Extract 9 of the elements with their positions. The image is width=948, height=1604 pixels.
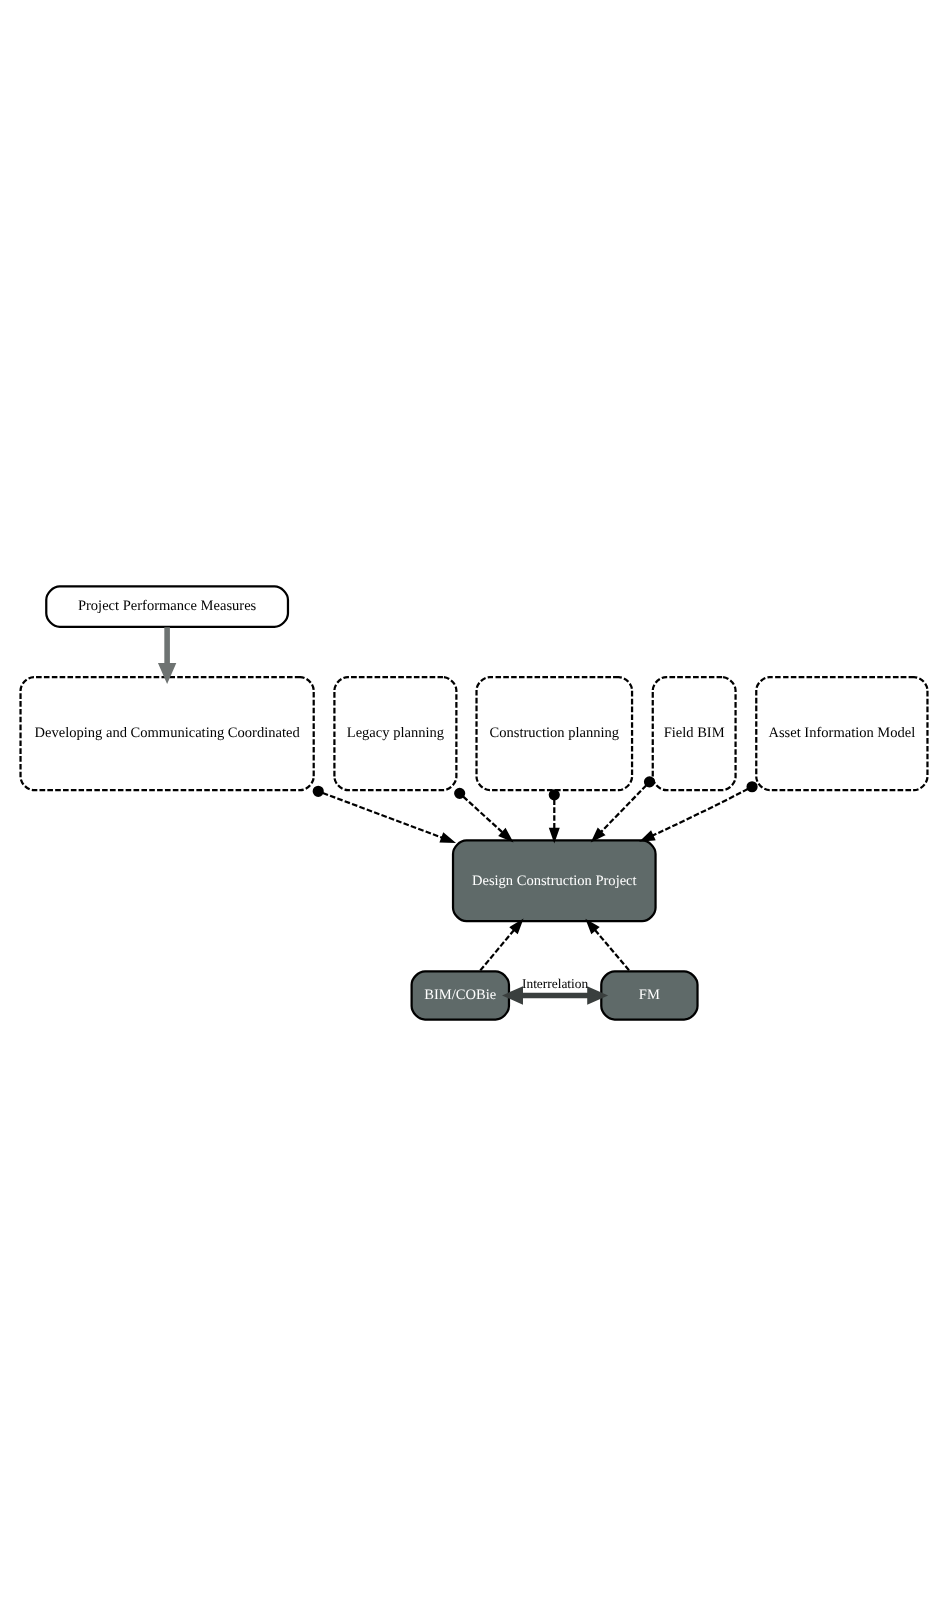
- arrow: [454, 786, 514, 842]
- arrow: [478, 917, 524, 971]
- arrow: [585, 917, 631, 971]
- arrow: [639, 780, 758, 841]
- arrow: [502, 985, 609, 1004]
- arrow: [157, 626, 177, 684]
- arrow: [548, 788, 560, 843]
- arrow: [590, 775, 656, 842]
- arrow: [312, 784, 457, 842]
